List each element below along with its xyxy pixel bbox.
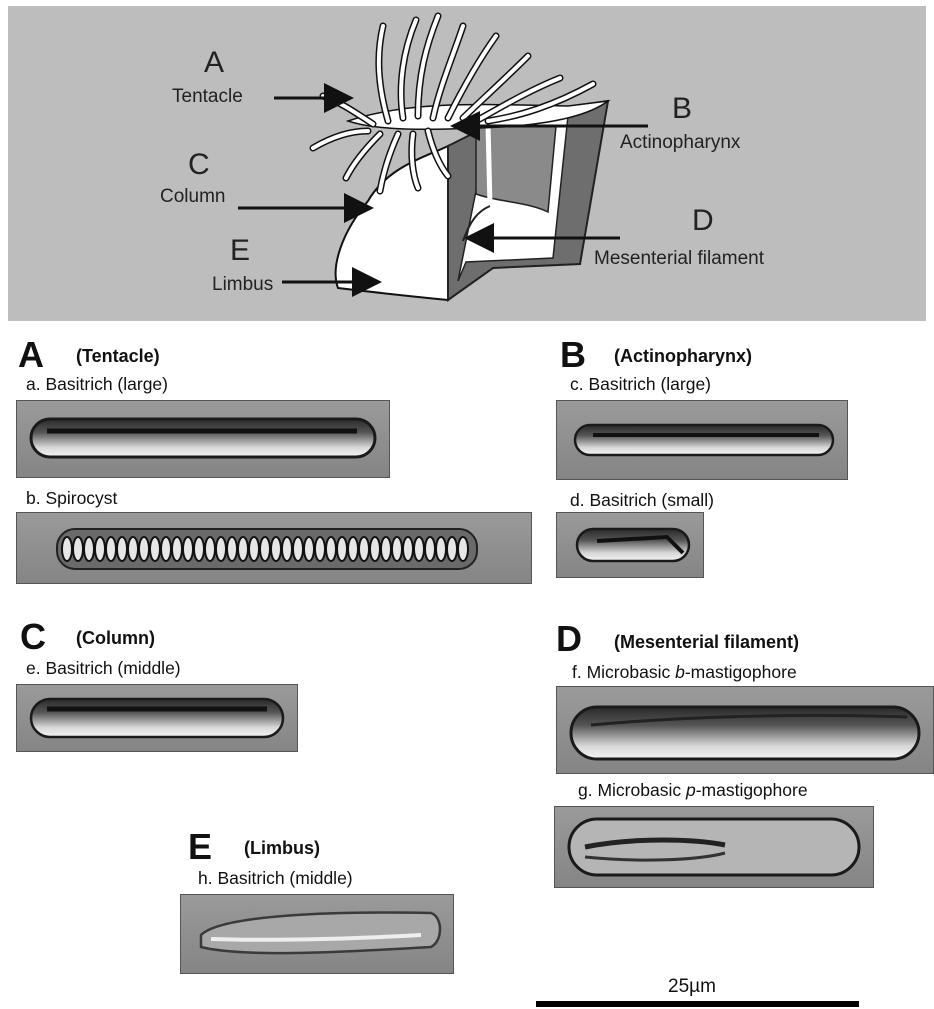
label-c-letter: C	[188, 148, 210, 182]
spirocyst-coil	[326, 537, 336, 561]
caption-d: d. Basitrich (small)	[570, 490, 714, 511]
spirocyst-coil	[117, 537, 127, 561]
spirocyst-coil	[249, 537, 259, 561]
section-d-title: (Mesenterial filament)	[614, 632, 799, 653]
label-e-letter: E	[230, 234, 250, 268]
spirocyst-coil	[128, 537, 138, 561]
label-b-letter: B	[672, 92, 692, 126]
micrograph-basitrich-middle-column	[16, 684, 298, 752]
spirocyst-coil	[348, 537, 358, 561]
spirocyst-coil	[403, 537, 413, 561]
spirocyst-coil	[436, 537, 446, 561]
scale-bar	[536, 1001, 859, 1007]
spirocyst-coil	[238, 537, 248, 561]
section-b-letter: B	[560, 334, 586, 376]
label-c-name: Column	[160, 186, 225, 208]
spirocyst-coil	[282, 537, 292, 561]
caption-g: g. Microbasic p-mastigophore	[578, 780, 808, 801]
label-a-letter: A	[204, 46, 224, 80]
caption-h: h. Basitrich (middle)	[198, 868, 353, 889]
spirocyst-coil	[161, 537, 171, 561]
spirocyst-coil	[106, 537, 116, 561]
spirocyst-coil	[260, 537, 270, 561]
spirocyst-coil	[205, 537, 215, 561]
section-a-letter: A	[18, 334, 44, 376]
micrograph-basitrich-large-tentacle	[16, 400, 390, 478]
spirocyst-coil	[315, 537, 325, 561]
spirocyst-coil	[304, 537, 314, 561]
label-a-name: Tentacle	[172, 86, 243, 108]
spirocyst-coil	[337, 537, 347, 561]
micrograph-basitrich-middle-limbus	[180, 894, 454, 974]
section-d-letter: D	[556, 618, 582, 660]
anemone-illustration	[8, 6, 926, 321]
spirocyst-coil	[293, 537, 303, 561]
spirocyst-coil	[414, 537, 424, 561]
spirocyst-coil	[447, 537, 457, 561]
section-a-title: (Tentacle)	[76, 346, 160, 367]
spirocyst-coil	[216, 537, 226, 561]
section-e-title: (Limbus)	[244, 838, 320, 859]
section-e-letter: E	[188, 826, 212, 868]
caption-b: b. Spirocyst	[26, 488, 117, 509]
caption-f: f. Microbasic b-mastigophore	[572, 662, 797, 683]
label-d-letter: D	[692, 204, 714, 238]
spirocyst-coil	[227, 537, 237, 561]
scale-bar-label: 25µm	[668, 976, 716, 998]
spirocyst-coil	[271, 537, 281, 561]
section-c-letter: C	[20, 616, 46, 658]
spirocyst-coil	[381, 537, 391, 561]
spirocyst-coil	[73, 537, 83, 561]
spirocyst-coil	[425, 537, 435, 561]
caption-a: a. Basitrich (large)	[26, 374, 168, 395]
spirocyst-coil	[194, 537, 204, 561]
caption-c: c. Basitrich (large)	[570, 374, 711, 395]
label-d-name: Mesenterial filament	[594, 248, 764, 270]
micrograph-basitrich-small	[556, 512, 704, 578]
spirocyst-coil	[370, 537, 380, 561]
micrograph-microbasic-p-mastigophore	[554, 806, 874, 888]
spirocyst-coil	[84, 537, 94, 561]
label-e-name: Limbus	[212, 274, 273, 296]
label-b-name: Actinopharynx	[620, 132, 740, 154]
section-b-title: (Actinopharynx)	[614, 346, 752, 367]
micrograph-basitrich-large-actinopharynx	[556, 400, 848, 480]
micrograph-spirocyst	[16, 512, 532, 584]
spirocyst-coil	[183, 537, 193, 561]
micrograph-microbasic-b-mastigophore	[556, 686, 934, 774]
spirocyst-coil	[139, 537, 149, 561]
anemone-diagram-panel: A Tentacle B Actinopharynx C Column D Me…	[8, 6, 926, 321]
spirocyst-coil	[172, 537, 182, 561]
caption-e: e. Basitrich (middle)	[26, 658, 181, 679]
section-c-title: (Column)	[76, 628, 155, 649]
spirocyst-coil	[150, 537, 160, 561]
spirocyst-coil	[359, 537, 369, 561]
spirocyst-coil	[458, 537, 468, 561]
spirocyst-coil	[392, 537, 402, 561]
spirocyst-coil	[62, 537, 72, 561]
spirocyst-coil	[95, 537, 105, 561]
